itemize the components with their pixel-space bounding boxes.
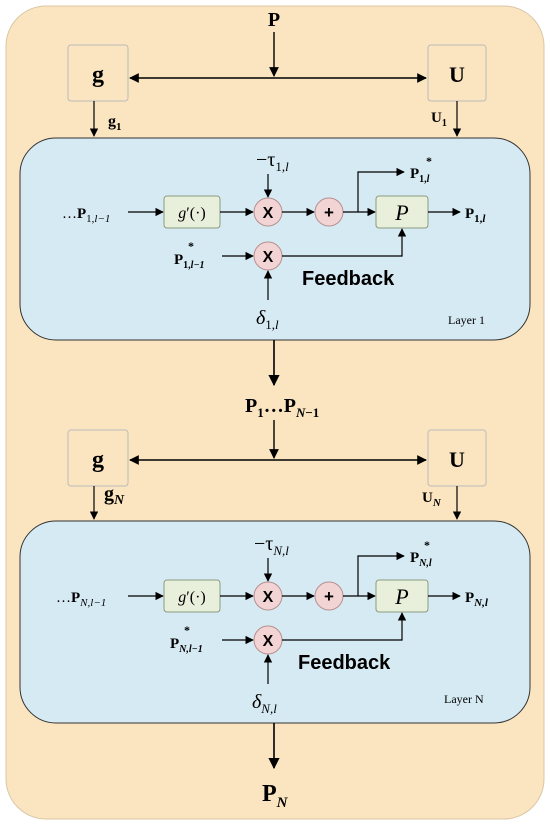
layerN-name-label: Layer N — [444, 692, 484, 706]
layerN-input-label: …PN,l−1 — [56, 590, 106, 609]
layerN-delta-label: δN,l — [252, 691, 277, 716]
layerN-feedback-input-label: PN,l−1* — [170, 623, 203, 655]
layer1-gprime-label: g′(·) — [178, 205, 205, 222]
layerN-plus-symbol: + — [324, 587, 334, 606]
layerN-gprime-label: g′(·) — [178, 589, 205, 606]
top-u-output-label: U1 — [431, 110, 447, 129]
layerN-output-label: PN,l — [465, 590, 489, 609]
top-g-box — [67, 44, 129, 102]
layerN-feedback-label: Feedback — [298, 652, 391, 674]
final-output-label: PN — [262, 781, 289, 811]
layer1-delta-label: δ1,l — [256, 307, 279, 332]
top-input-label: P — [268, 9, 280, 31]
middle-u-box-label: U — [449, 447, 465, 472]
layerN-mult-symbol: X — [263, 589, 274, 606]
layerN-fb-mult-symbol: X — [263, 633, 274, 650]
layer1-output-label: P1,l — [465, 206, 486, 225]
layerN-tau-label: −τN,l — [254, 533, 289, 558]
layer1-mult-symbol: X — [263, 205, 274, 222]
layerN-panel — [19, 520, 531, 724]
layer1-input-label: …P1,l−1 — [62, 206, 110, 225]
layer1-name-label: Layer 1 — [448, 313, 485, 327]
layerN-proj-symbol: P — [394, 584, 408, 609]
layer1-branch-up-arrow — [357, 167, 405, 212]
middle-g-output-label: gN — [104, 483, 125, 508]
layerN-feedback-loop-arrow — [282, 612, 407, 641]
layer1-proj-symbol: P — [394, 200, 408, 225]
layer1-fb-mult-symbol: X — [263, 249, 274, 266]
middle-input-label: P1…PN−1 — [245, 395, 319, 420]
middle-u-output-label: UN — [422, 490, 442, 509]
layer1-feedback-label: Feedback — [302, 268, 395, 290]
layer1-plus-symbol: + — [324, 203, 334, 222]
layer1-panel — [19, 137, 531, 341]
layerN-branch-up-arrow — [357, 551, 405, 596]
layerN-out-star-label: PN,l* — [410, 538, 432, 569]
layer1-feedback-loop-arrow — [282, 228, 407, 257]
top-u-box-label: U — [449, 62, 465, 87]
layer1-out-star-label: P1,l* — [410, 154, 432, 185]
top-g-box-label: g — [92, 62, 104, 88]
top-g-output-label: g1 — [108, 113, 122, 133]
layer1-tau-label: −τ1,l — [256, 149, 289, 174]
middle-g-box — [67, 429, 129, 487]
middle-g-box-label: g — [92, 447, 104, 473]
layer1-feedback-input-label: P1,l−1* — [174, 239, 205, 271]
